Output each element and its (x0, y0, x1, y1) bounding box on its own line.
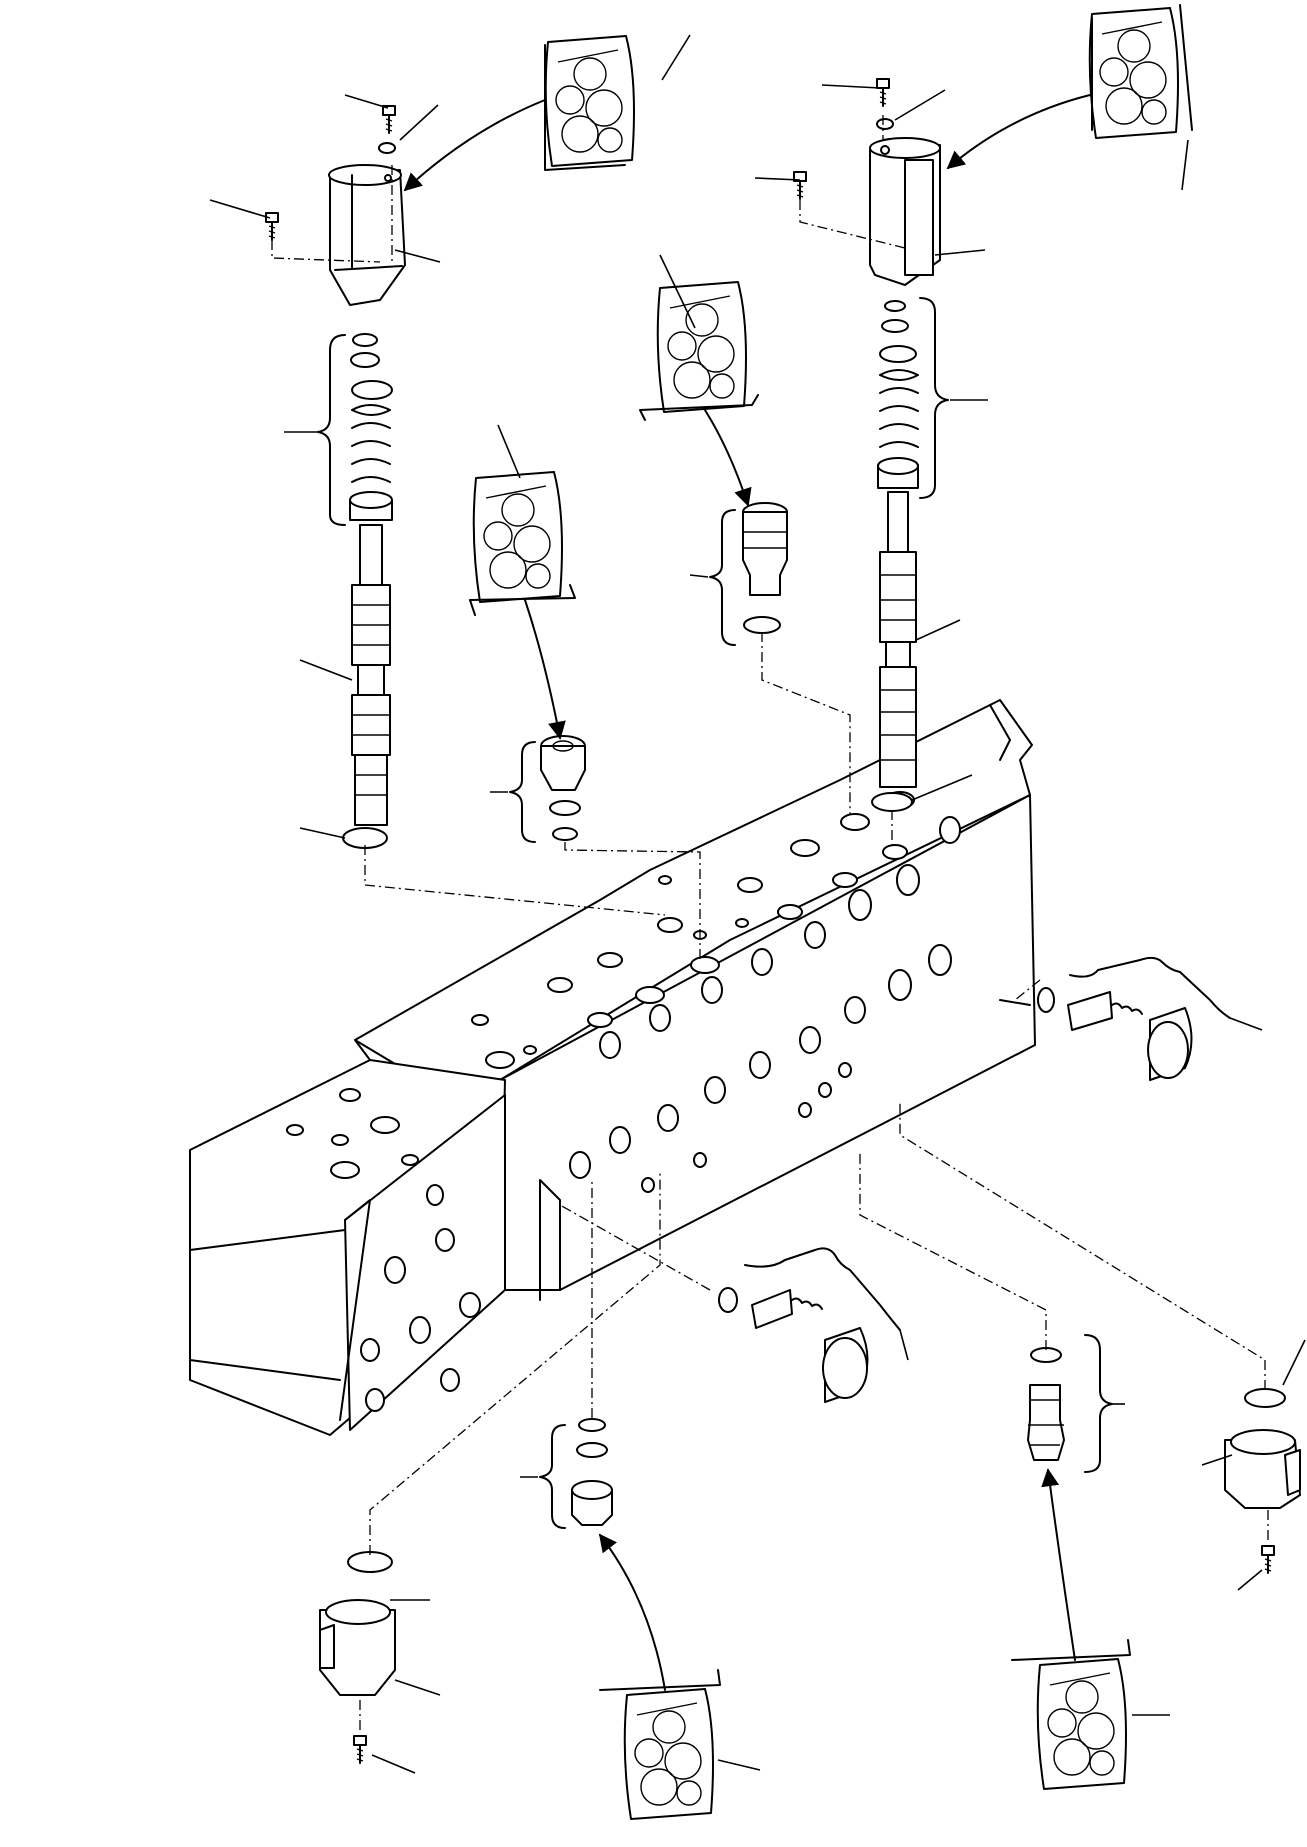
left-actuator-cover-icon (328, 164, 406, 306)
seal-kit-icon (623, 1688, 714, 1820)
leader-lines (209, 34, 1306, 1774)
washer-icon (378, 142, 396, 154)
spring-icon (349, 333, 393, 521)
seal-kit-icon (1036, 1658, 1127, 1790)
bottom-right-cover-icon (1224, 1388, 1301, 1509)
washer-icon (876, 118, 894, 130)
lower-relief-brace (1084, 1334, 1113, 1473)
seal-kit-icon (472, 471, 563, 603)
left-spring-brace (317, 334, 346, 526)
screw-icon (876, 78, 890, 107)
spring-icon (877, 300, 919, 489)
screw-icon (793, 171, 807, 200)
block-top-holes (471, 791, 915, 1069)
relief-valve-icon (742, 502, 788, 634)
plug-icon (540, 735, 586, 841)
lower-relief-valve-icon (1027, 1347, 1065, 1461)
right-side-plug-icon (1037, 987, 1193, 1081)
center-relief-brace (709, 509, 736, 646)
right-side-plug-brace (1069, 956, 1231, 1019)
block-front-holes (569, 816, 961, 1193)
o-ring-icon (871, 792, 913, 812)
valve-spool-icon (879, 491, 917, 788)
center-plug-brace (509, 741, 536, 843)
seal-kit-icon (1088, 7, 1179, 139)
seal-kit-icon (656, 281, 747, 413)
right-spring-brace (919, 297, 949, 499)
bottom-left-cover-icon (319, 1551, 396, 1696)
right-actuator-cover-icon (869, 137, 941, 286)
valve-block-icon (189, 699, 1036, 1436)
screw-icon (1261, 1545, 1275, 1574)
valve-spool-icon (351, 524, 391, 826)
screw-icon (382, 105, 396, 134)
kit-arrows (403, 94, 1091, 1691)
lower-center-plug-brace (744, 1247, 901, 1331)
assembly-lines (271, 115, 1269, 1730)
screw-icon (353, 1735, 367, 1764)
bottom-plug-brace (539, 1424, 566, 1529)
kit-brackets (469, 4, 1193, 1691)
seal-kit-icon (544, 35, 635, 167)
lower-center-plug-icon (718, 1287, 869, 1403)
bottom-plug-icon (571, 1418, 613, 1526)
end-block-holes (286, 1088, 481, 1412)
